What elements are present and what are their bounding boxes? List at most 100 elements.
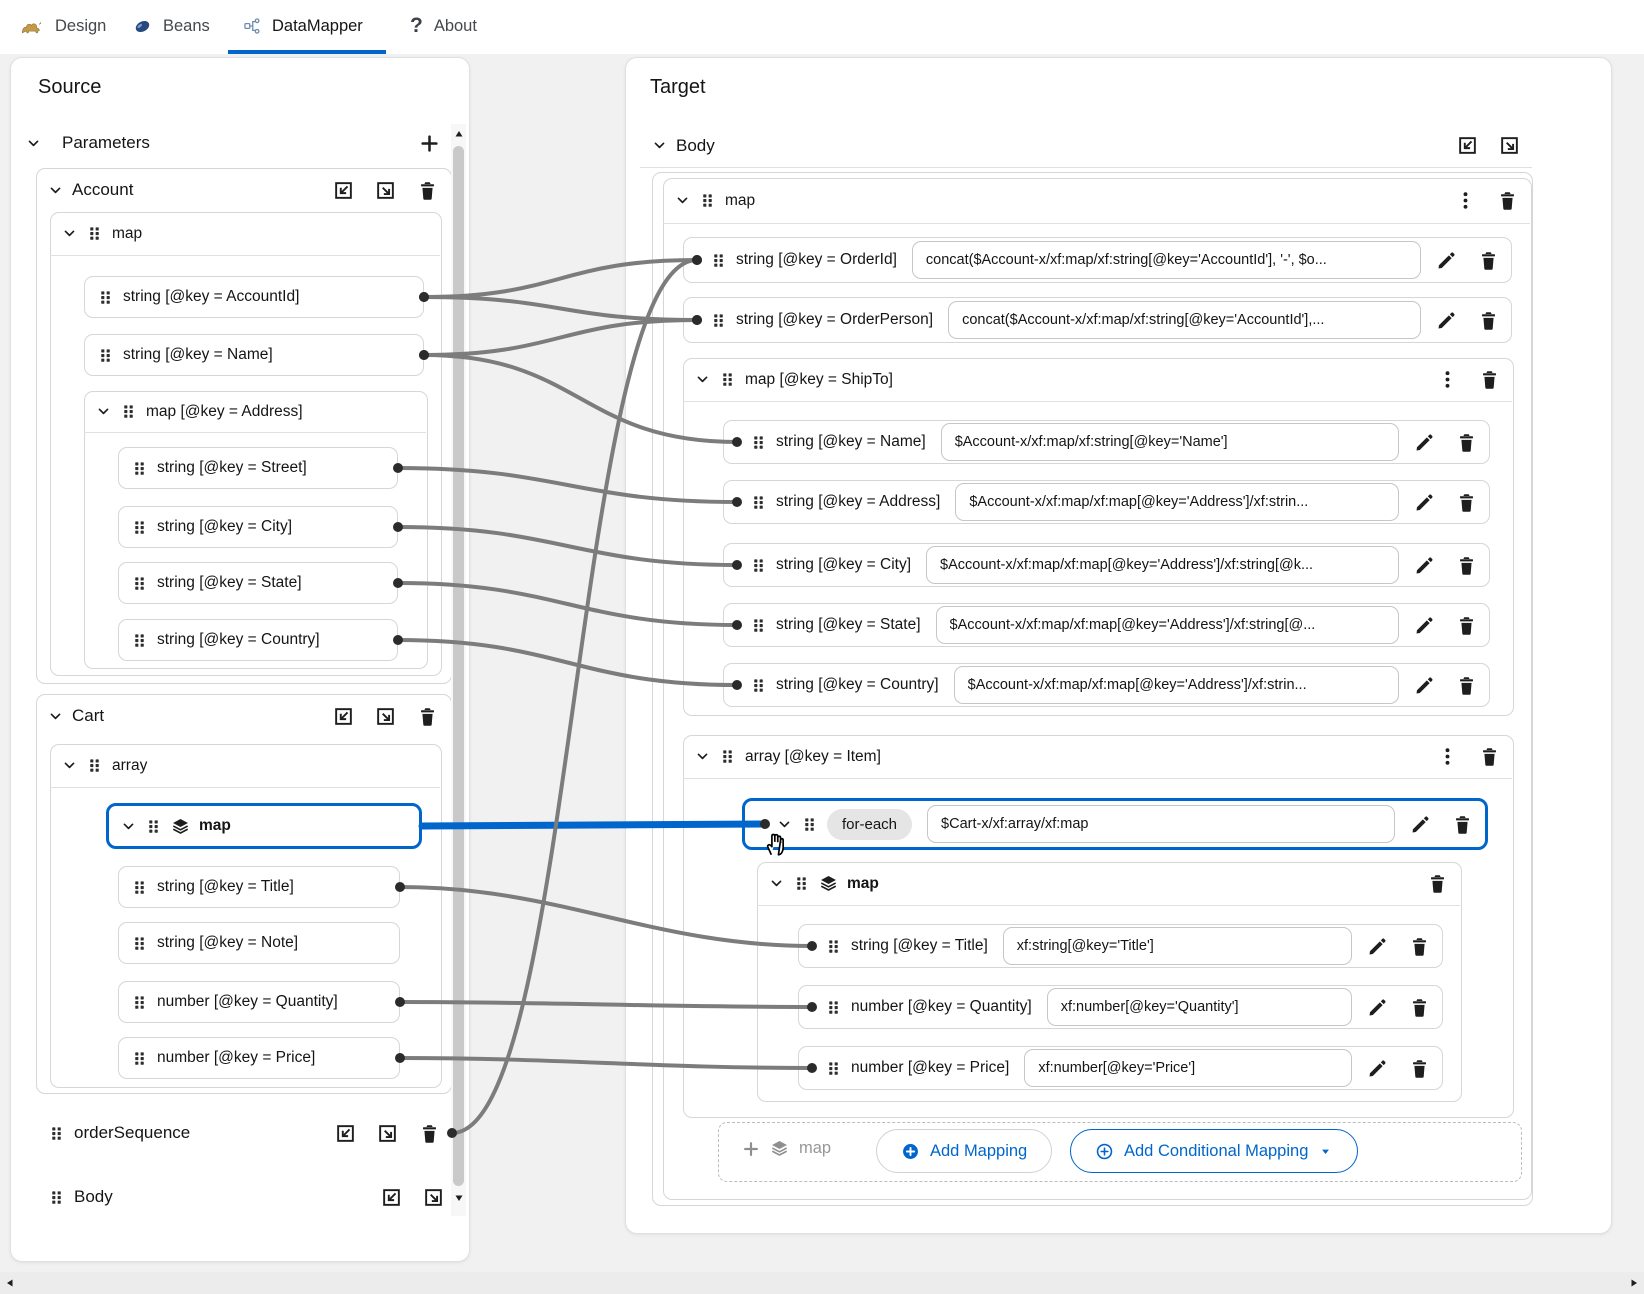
edit-expression-icon[interactable] — [1414, 432, 1435, 453]
trash-icon[interactable] — [1497, 190, 1518, 211]
trash-icon[interactable] — [1456, 615, 1477, 636]
target-node-shipto-country[interactable]: string [@key = Country] $Account-x/xf:ma… — [723, 663, 1490, 707]
source-node-ordersequence[interactable]: orderSequence — [36, 1112, 452, 1154]
trash-icon[interactable] — [1409, 1058, 1430, 1079]
chevron-down-icon[interactable] — [777, 817, 792, 832]
target-node-item[interactable]: array [@key = Item] — [683, 735, 1512, 779]
edit-expression-icon[interactable] — [1367, 997, 1388, 1018]
edit-expression-icon[interactable] — [1367, 1058, 1388, 1079]
trash-icon[interactable] — [1456, 432, 1477, 453]
target-node-map[interactable]: map — [663, 178, 1530, 224]
source-node-price[interactable]: number [@key = Price] — [118, 1037, 400, 1079]
trash-icon[interactable] — [1479, 746, 1500, 767]
grip-icon[interactable] — [131, 879, 148, 896]
source-node-array[interactable]: array — [50, 744, 440, 788]
source-scrollbar-thumb[interactable] — [453, 146, 464, 1186]
source-node-city[interactable]: string [@key = City] — [118, 506, 398, 548]
expression-input[interactable]: $Account-x/xf:map/xf:map[@key='Address']… — [955, 483, 1399, 521]
expression-input[interactable]: xf:number[@key='Price'] — [1024, 1049, 1352, 1087]
chevron-down-icon[interactable] — [695, 749, 710, 764]
kebab-menu-icon[interactable] — [1437, 369, 1458, 390]
chevron-down-icon[interactable] — [652, 138, 667, 153]
tab-datamapper[interactable]: DataMapper — [243, 0, 363, 52]
grip-icon[interactable] — [131, 460, 148, 477]
scroll-right-icon[interactable] — [1628, 1277, 1640, 1289]
chevron-down-icon[interactable] — [62, 226, 77, 241]
detach-schema-icon[interactable] — [377, 1123, 398, 1144]
chevron-down-icon[interactable] — [675, 193, 690, 208]
grip-icon[interactable] — [699, 192, 716, 209]
import-schema-icon[interactable] — [335, 1123, 356, 1144]
target-node-orderperson[interactable]: string [@key = OrderPerson] concat($Acco… — [683, 297, 1512, 343]
source-node-title[interactable]: string [@key = Title] — [118, 866, 400, 908]
grip-icon[interactable] — [750, 557, 767, 574]
target-node-shipto-city[interactable]: string [@key = City] $Account-x/xf:map/x… — [723, 543, 1490, 587]
scroll-left-icon[interactable] — [4, 1277, 16, 1289]
chevron-down-icon[interactable] — [769, 876, 784, 891]
chevron-down-icon[interactable] — [48, 183, 63, 198]
expression-input[interactable]: $Account-x/xf:map/xf:map[@key='Address']… — [926, 546, 1399, 584]
chevron-down-icon[interactable] — [26, 136, 41, 151]
import-schema-icon[interactable] — [1457, 135, 1478, 156]
target-node-shipto[interactable]: map [@key = ShipTo] — [683, 358, 1512, 402]
target-node-foreach-selected[interactable]: for-each $Cart-x/xf:array/xf:map — [742, 798, 1488, 850]
trash-icon[interactable] — [1479, 369, 1500, 390]
target-node-body[interactable]: Body — [640, 124, 1532, 168]
chevron-down-icon[interactable] — [695, 372, 710, 387]
grip-icon[interactable] — [97, 289, 114, 306]
target-node-shipto-address[interactable]: string [@key = Address] $Account-x/xf:ma… — [723, 480, 1490, 524]
trash-icon[interactable] — [417, 180, 438, 201]
grip-icon[interactable] — [48, 1125, 65, 1142]
target-node-item-quantity[interactable]: number [@key = Quantity] xf:number[@key=… — [798, 985, 1443, 1029]
grip-icon[interactable] — [131, 575, 148, 592]
expression-input[interactable]: concat($Account-x/xf:map/xf:string[@key=… — [948, 301, 1421, 339]
horizontal-scrollbar[interactable] — [0, 1272, 1644, 1294]
edit-expression-icon[interactable] — [1414, 615, 1435, 636]
target-node-item-map[interactable]: map — [757, 862, 1460, 906]
import-schema-icon[interactable] — [381, 1187, 402, 1208]
source-node-address[interactable]: map [@key = Address] — [84, 391, 426, 433]
grip-icon[interactable] — [750, 617, 767, 634]
grip-icon[interactable] — [825, 1060, 842, 1077]
trash-icon[interactable] — [1452, 814, 1473, 835]
source-node-country[interactable]: string [@key = Country] — [118, 619, 398, 661]
expression-input[interactable]: xf:string[@key='Title'] — [1002, 927, 1352, 965]
trash-icon[interactable] — [1456, 555, 1477, 576]
chevron-down-icon[interactable] — [48, 709, 63, 724]
source-node-accountid[interactable]: string [@key = AccountId] — [84, 276, 424, 318]
import-schema-icon[interactable] — [333, 706, 354, 727]
import-schema-icon[interactable] — [333, 180, 354, 201]
trash-icon[interactable] — [419, 1123, 440, 1144]
grip-icon[interactable] — [825, 999, 842, 1016]
trash-icon[interactable] — [1478, 310, 1499, 331]
target-node-orderid[interactable]: string [@key = OrderId] concat($Account-… — [683, 237, 1512, 283]
target-node-item-title[interactable]: string [@key = Title] xf:string[@key='Ti… — [798, 924, 1443, 968]
edit-expression-icon[interactable] — [1436, 310, 1457, 331]
trash-icon[interactable] — [1409, 997, 1430, 1018]
grip-icon[interactable] — [801, 816, 818, 833]
grip-icon[interactable] — [719, 748, 736, 765]
source-node-body[interactable]: Body — [36, 1176, 456, 1218]
grip-icon[interactable] — [750, 434, 767, 451]
source-node-note[interactable]: string [@key = Note] — [118, 922, 400, 964]
edit-expression-icon[interactable] — [1410, 814, 1431, 835]
target-node-item-price[interactable]: number [@key = Price] xf:number[@key='Pr… — [798, 1046, 1443, 1090]
detach-schema-icon[interactable] — [1499, 135, 1520, 156]
grip-icon[interactable] — [793, 875, 810, 892]
grip-icon[interactable] — [86, 757, 103, 774]
grip-icon[interactable] — [750, 677, 767, 694]
grip-icon[interactable] — [120, 403, 137, 420]
grip-icon[interactable] — [750, 494, 767, 511]
add-mapping-button[interactable]: Add Mapping — [876, 1129, 1053, 1173]
source-node-quantity[interactable]: number [@key = Quantity] — [118, 981, 400, 1023]
kebab-menu-icon[interactable] — [1455, 190, 1476, 211]
trash-icon[interactable] — [1456, 675, 1477, 696]
source-node-account[interactable]: Account — [36, 168, 450, 212]
source-node-cart-map-selected[interactable]: map — [106, 803, 422, 849]
grip-icon[interactable] — [710, 252, 727, 269]
grip-icon[interactable] — [131, 1050, 148, 1067]
grip-icon[interactable] — [131, 994, 148, 1011]
source-node-cart[interactable]: Cart — [36, 694, 450, 738]
chevron-down-icon[interactable] — [96, 404, 111, 419]
tab-design[interactable]: Design — [20, 0, 106, 52]
